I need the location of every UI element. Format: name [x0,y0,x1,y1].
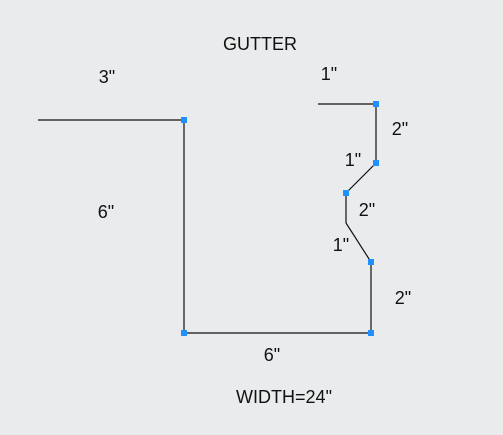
width-total: WIDTH=24" [236,387,332,407]
dimension-right-upper: 2" [391,119,409,139]
vertex-marker [368,330,374,336]
dimension-top-right: 1" [320,64,338,84]
vertex-marker [343,190,349,196]
dimension-right-lower: 2" [394,288,412,308]
dimension-left-vertical: 6" [97,202,115,222]
right-upper-step [345,162,377,194]
vertex-marker [373,160,379,166]
vertex-marker [181,330,187,336]
dimension-right-step-upper: 1" [344,150,362,170]
dimension-right-step-lower: 1" [332,235,350,255]
dimension-right-middle: 2" [358,200,376,220]
dimension-top-left: 3" [98,67,116,87]
diagram-title: GUTTER [223,34,297,54]
vertex-marker [181,117,187,123]
vertex-marker [368,259,374,265]
dimension-bottom: 6" [263,345,281,365]
vertex-marker [373,101,379,107]
right-lower-step [345,222,372,263]
